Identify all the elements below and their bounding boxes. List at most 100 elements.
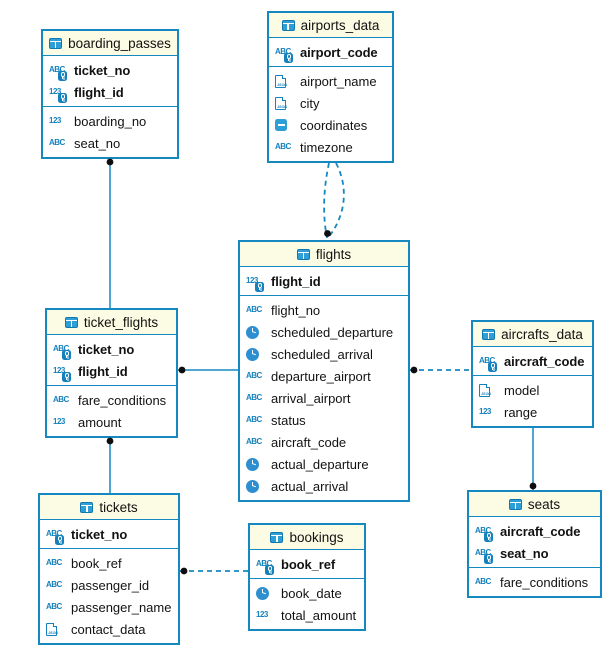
table-title: airports_data [300,17,380,33]
column-name: passenger_name [71,599,172,615]
key-icon [55,534,64,545]
column-name: flight_id [78,363,128,379]
column-row[interactable]: ABC aircraft_code [240,431,408,453]
pk-section: ABC book_ref [250,550,364,579]
column-row[interactable]: ABC aircraft_code [473,350,592,372]
column-row[interactable]: ABC seat_no [43,132,177,154]
relation-endpoint-dot [106,158,114,166]
table-header[interactable]: boarding_passes [43,31,177,56]
table-header[interactable]: flights [240,242,408,267]
text-pk-icon: ABC [479,353,498,372]
table-header[interactable]: ticket_flights [47,310,176,335]
table-title: tickets [99,499,138,515]
column-row[interactable]: scheduled_arrival [240,343,408,365]
column-name: aircraft_code [500,523,581,539]
column-name: timezone [300,139,353,155]
column-row[interactable]: ABC flight_no [240,299,408,321]
column-row[interactable]: ABC ticket_no [40,523,178,545]
column-row[interactable]: ABC aircraft_code [469,520,600,542]
table-header[interactable]: seats [469,492,600,517]
table-header[interactable]: bookings [250,525,364,550]
column-row[interactable]: ABC fare_conditions [47,389,176,411]
number-pk-icon: 123 [53,363,72,382]
table-ticket-flights[interactable]: ticket_flights ABC ticket_no 123 flight_… [45,308,178,438]
clock-icon [246,457,259,471]
key-icon [484,531,493,542]
column-row[interactable]: ABC arrival_airport [240,387,408,409]
column-row[interactable]: ABC book_ref [40,552,178,574]
column-row[interactable]: 123 flight_id [43,81,177,103]
column-row[interactable]: ABC fare_conditions [469,571,600,593]
datetime-type-icon [256,585,275,602]
table-airports-data[interactable]: airports_data ABC airport_code airport_n… [267,11,394,163]
column-row[interactable]: model [473,379,592,401]
column-row[interactable]: 123 flight_id [240,270,408,292]
relation-flights-airports_data-departure[interactable] [323,162,330,239]
table-icon [80,501,94,513]
table-header[interactable]: airports_data [269,13,392,38]
table-header[interactable]: aircrafts_data [473,322,592,347]
text-pk-icon: ABC [256,556,275,575]
column-row[interactable]: ABC departure_airport [240,365,408,387]
text-type-icon: ABC [475,577,491,586]
text-pk-icon: ABC [49,62,68,81]
table-seats[interactable]: seats ABC aircraft_code ABC seat_no ABC … [467,490,602,598]
table-flights[interactable]: flights 123 flight_id ABC flight_no sche… [238,240,410,502]
clock-icon [246,479,259,493]
column-row[interactable]: ABC status [240,409,408,431]
column-row[interactable]: ABC seat_no [469,542,600,564]
column-row[interactable]: city [269,92,392,114]
key-icon [62,349,71,360]
column-name: departure_airport [271,368,371,384]
column-row[interactable]: 123 total_amount [250,604,364,626]
column-row[interactable]: contact_data [40,618,178,640]
column-row[interactable]: ABC timezone [269,136,392,158]
table-bookings[interactable]: bookings ABC book_ref book_date 123 tota… [248,523,366,631]
object-type-icon [275,117,294,134]
column-row[interactable]: ABC airport_code [269,41,392,63]
column-name: fare_conditions [500,574,589,590]
key-icon [484,553,493,564]
column-row[interactable]: ABC ticket_no [47,338,176,360]
datetime-type-icon [246,324,265,341]
column-row[interactable]: 123 boarding_no [43,110,177,132]
column-name: model [504,382,540,398]
column-row[interactable]: 123 flight_id [47,360,176,382]
table-aircrafts-data[interactable]: aircrafts_data ABC aircraft_code model 1… [471,320,594,428]
column-row[interactable]: ABC passenger_id [40,574,178,596]
relation-flights-airports_data-arrival[interactable] [327,162,345,239]
column-name: fare_conditions [78,392,167,408]
text-type-icon: ABC [275,142,291,151]
clock-icon [246,347,259,361]
table-header[interactable]: tickets [40,495,178,520]
column-row[interactable]: airport_name [269,70,392,92]
column-row[interactable]: 123 range [473,401,592,423]
table-tickets[interactable]: tickets ABC ticket_no ABC book_ref ABC p… [38,493,180,645]
column-name: aircraft_code [271,434,347,450]
column-row[interactable]: scheduled_departure [240,321,408,343]
text-pk-icon: ABC [275,44,294,63]
column-row[interactable]: 123 amount [47,411,176,433]
column-row[interactable]: actual_arrival [240,475,408,497]
column-row[interactable]: ABC book_ref [250,553,364,575]
relation-endpoint-dot [410,366,418,374]
text-type-icon: ABC [246,437,262,446]
column-row[interactable]: coordinates [269,114,392,136]
column-row[interactable]: ABC passenger_name [40,596,178,618]
column-name: amount [78,414,122,430]
number-pk-icon: 123 [49,84,68,103]
key-icon [255,281,264,292]
table-boarding-passes[interactable]: boarding_passes ABC ticket_no 123 flight… [41,29,179,159]
column-name: book_ref [281,556,336,572]
text-type-icon: ABC [246,393,262,402]
column-row[interactable]: ABC ticket_no [43,59,177,81]
relation-endpoint-dot [178,366,186,374]
relation-endpoint-dot [529,482,537,490]
column-name: ticket_no [78,341,135,357]
column-row[interactable]: book_date [250,582,364,604]
table-title: boarding_passes [68,35,171,51]
column-name: status [271,412,306,428]
column-row[interactable]: actual_departure [240,453,408,475]
pk-section: ABC ticket_no 123 flight_id [43,56,177,107]
